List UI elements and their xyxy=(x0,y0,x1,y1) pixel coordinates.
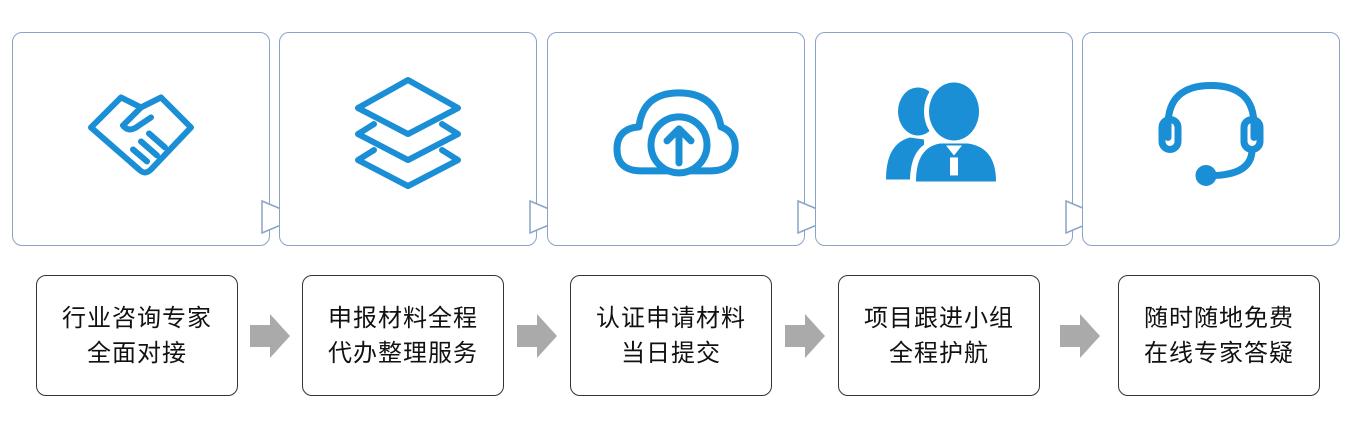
step-label-line1: 申报材料全程 xyxy=(328,303,478,332)
arrow-right-icon xyxy=(517,314,557,358)
step-label-line2: 在线专家答疑 xyxy=(1144,338,1294,367)
handshake-icon xyxy=(81,77,201,191)
step-card-3 xyxy=(547,32,805,246)
step-label-box-1: 行业咨询专家 全面对接 xyxy=(36,275,238,396)
arrow-right-icon xyxy=(785,314,825,358)
cloud-upload-icon xyxy=(611,83,741,187)
step-label-line2: 当日提交 xyxy=(621,338,721,367)
step-label-box-4: 项目跟进小组 全程护航 xyxy=(838,275,1040,396)
step-card-2 xyxy=(279,32,537,246)
step-label-box-2: 申报材料全程 代办整理服务 xyxy=(302,275,504,396)
step-label-line1: 认证申请材料 xyxy=(596,303,746,332)
step-label-line1: 项目跟进小组 xyxy=(864,303,1014,332)
team-users-icon xyxy=(884,77,1004,191)
headset-icon xyxy=(1156,77,1266,191)
step-label-line2: 全面对接 xyxy=(87,338,187,367)
step-card-4 xyxy=(815,32,1073,246)
layers-icon xyxy=(348,72,468,196)
step-label-line2: 全程护航 xyxy=(889,338,989,367)
arrow-right-icon xyxy=(1060,314,1100,358)
step-label-line1: 随时随地免费 xyxy=(1144,303,1294,332)
step-label-box-5: 随时随地免费 在线专家答疑 xyxy=(1118,275,1320,396)
step-label-line2: 代办整理服务 xyxy=(328,338,478,367)
arrow-right-icon xyxy=(250,314,290,358)
step-card-5 xyxy=(1082,32,1340,246)
step-card-1 xyxy=(12,32,270,246)
step-label-line1: 行业咨询专家 xyxy=(62,303,212,332)
step-label-box-3: 认证申请材料 当日提交 xyxy=(570,275,772,396)
